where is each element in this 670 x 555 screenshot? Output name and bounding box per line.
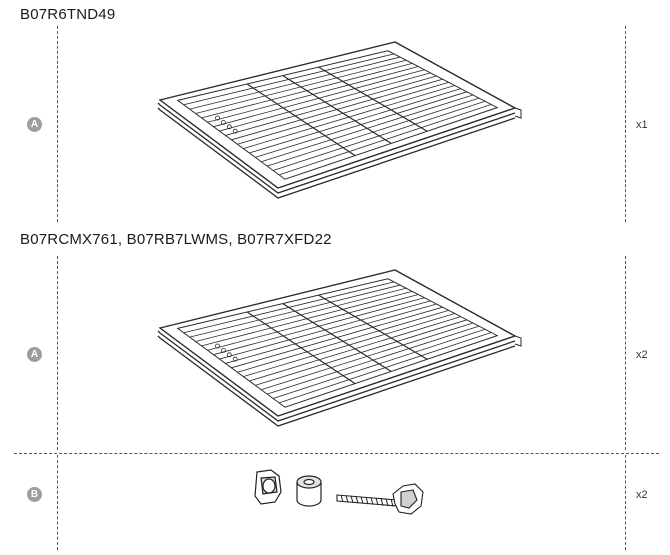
- model-number-1: B07R6TND49: [20, 6, 116, 23]
- spacer-icon: [296, 475, 322, 507]
- column-divider-left: [57, 256, 58, 450]
- part-badge-a: A: [27, 347, 42, 362]
- part-badge-a: A: [27, 117, 42, 132]
- hardware-icon: [254, 469, 424, 515]
- column-divider-left: [57, 455, 58, 550]
- column-divider-right: [625, 26, 626, 222]
- part-badge-b: B: [27, 487, 42, 502]
- column-divider-right: [625, 256, 626, 450]
- model-number-2: B07RCMX761, B07RB7LWMS, B07R7XFD22: [20, 231, 332, 248]
- column-divider-right: [625, 455, 626, 550]
- quantity-label: x2: [636, 349, 648, 361]
- bed-frame-icon: [157, 269, 522, 427]
- bed-frame-icon: [157, 41, 522, 199]
- column-divider-left: [57, 26, 58, 222]
- knob-bolt-icon: [336, 483, 424, 515]
- quantity-label: x1: [636, 119, 648, 131]
- quantity-label: x2: [636, 489, 648, 501]
- knob-nut-icon: [254, 469, 282, 505]
- section-divider: [14, 453, 659, 454]
